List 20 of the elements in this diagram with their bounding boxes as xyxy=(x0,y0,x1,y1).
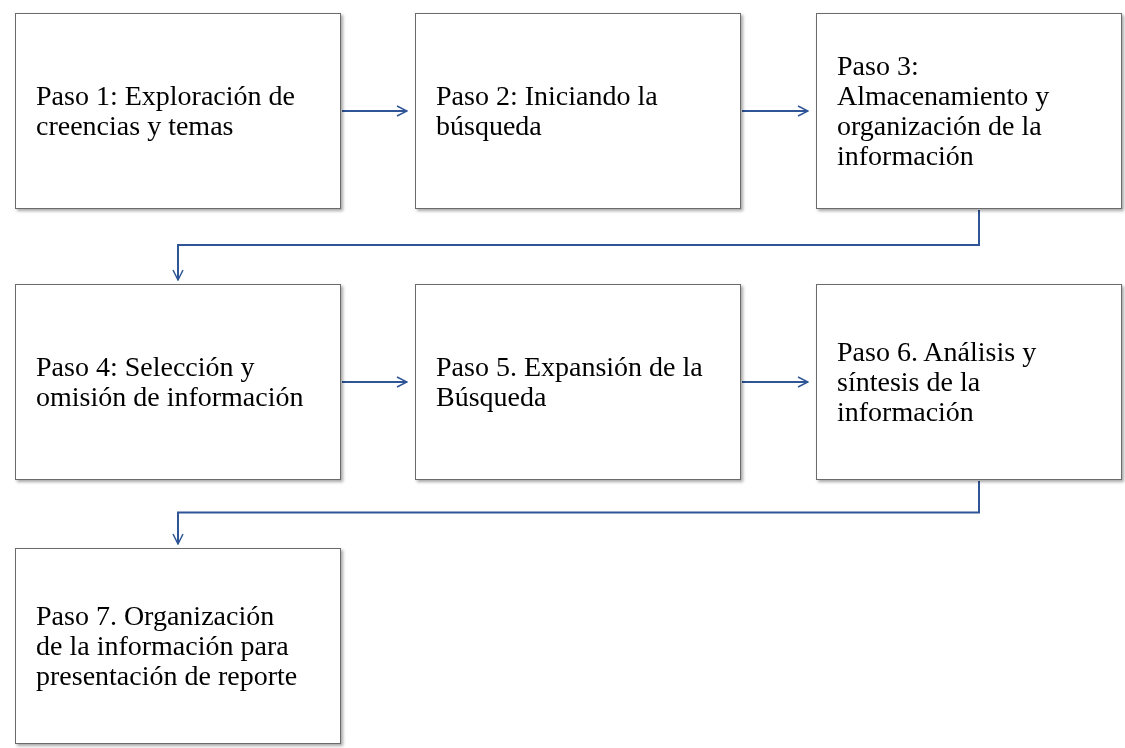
process-box xyxy=(415,284,741,480)
step-text: Paso 3: Almacenamiento y organización de la información xyxy=(837,50,1051,172)
step-text: Paso 6. Análisis y síntesis de la información xyxy=(837,336,1038,428)
process-box xyxy=(15,548,341,744)
arrow xyxy=(741,105,809,117)
process-box xyxy=(415,13,741,209)
step-text: Paso 2: Iniciando la búsqueda xyxy=(436,80,659,142)
process-box xyxy=(816,13,1122,209)
step-text: Paso 5. Expansión de la Búsqueda xyxy=(436,351,704,413)
step-text: Paso 1: Exploración de creencias y temas xyxy=(36,80,296,142)
process-box xyxy=(15,13,341,209)
arrow xyxy=(741,376,809,388)
process-box xyxy=(15,284,341,480)
step-text: Paso 4: Selección y omisión de información xyxy=(36,351,305,413)
arrow xyxy=(341,105,408,117)
arrow xyxy=(341,376,408,388)
process-box xyxy=(816,284,1122,480)
arrow xyxy=(172,209,980,281)
step-text: Paso 7. Organización de la información para presentación de reporte xyxy=(36,600,299,692)
arrow xyxy=(172,480,980,545)
